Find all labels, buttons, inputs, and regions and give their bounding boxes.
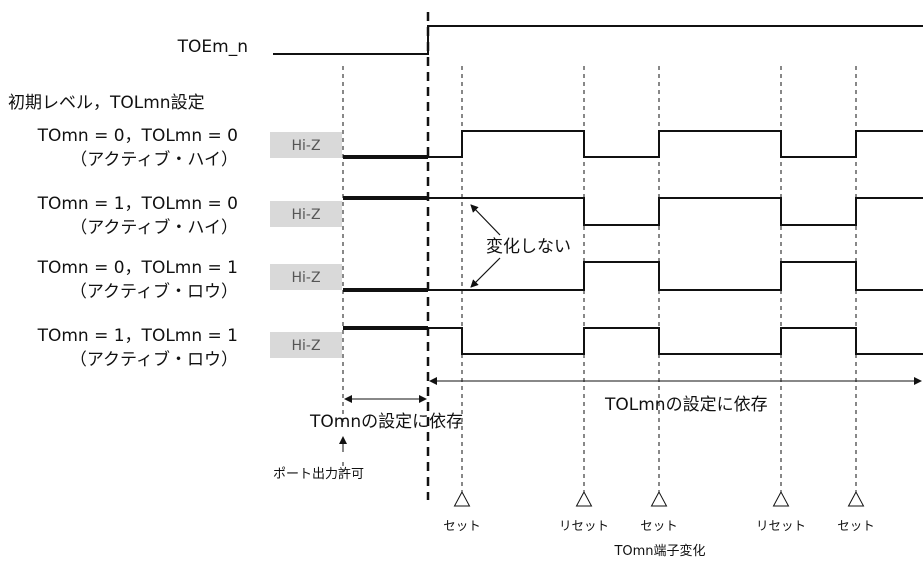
no-change-arrow-up [470, 204, 501, 236]
event-label-2: リセット [559, 518, 609, 533]
row-2-hiz-box [270, 201, 342, 227]
span-label-tolmn: TOLmnの設定に依存 [604, 395, 768, 415]
row-4-hiz-box [270, 332, 342, 358]
row-3-title: TOmn = 0，TOLmn = 1 [37, 258, 238, 278]
row-4-subtitle: （アクティブ・ロウ） [70, 349, 238, 370]
event-label-3: セット [640, 518, 678, 533]
row-4-title: TOmn = 1，TOLmn = 1 [37, 326, 238, 346]
section-heading: 初期レベル，TOLmn設定 [8, 93, 205, 113]
row-1-title: TOmn = 0，TOLmn = 0 [37, 126, 238, 146]
event-label-1: セット [443, 518, 481, 533]
event-triangle-3 [650, 490, 668, 507]
row-1-subtitle: （アクティブ・ハイ） [70, 149, 238, 170]
row-4-hiz-label: Hi-Z [291, 338, 320, 354]
no-change-annotation: 変化しない [486, 237, 571, 257]
no-change-arrow-down [470, 257, 501, 288]
row-3-hiz-box [270, 264, 342, 290]
events-caption: TOmn端子変化 [613, 543, 705, 559]
span-label-tomn: TOmnの設定に依存 [309, 412, 463, 432]
event-triangle-1 [453, 490, 471, 507]
row-3-hiz-label: Hi-Z [291, 270, 320, 286]
row-1-waveform [428, 130, 923, 158]
row-3-waveform [428, 261, 923, 291]
row-4-waveform [428, 327, 923, 355]
row-2-hiz-label: Hi-Z [291, 207, 320, 223]
toe-waveform [273, 25, 923, 55]
row-2-waveform [428, 197, 923, 226]
row-1-hiz-label: Hi-Z [291, 138, 320, 154]
toe-signal-label: TOEm_n [177, 37, 248, 57]
event-triangle-5 [847, 490, 865, 507]
event-label-5: セット [837, 518, 875, 533]
event-triangle-2 [575, 490, 593, 507]
event-triangle-4 [772, 490, 790, 507]
row-3-subtitle: （アクティブ・ロウ） [70, 281, 238, 302]
event-label-4: リセット [756, 518, 806, 533]
row-2-title: TOmn = 1，TOLmn = 0 [37, 194, 238, 214]
port-output-enable-label: ポート出力許可 [273, 467, 364, 482]
row-1-hiz-box [270, 132, 342, 158]
row-2-subtitle: （アクティブ・ハイ） [70, 217, 238, 238]
